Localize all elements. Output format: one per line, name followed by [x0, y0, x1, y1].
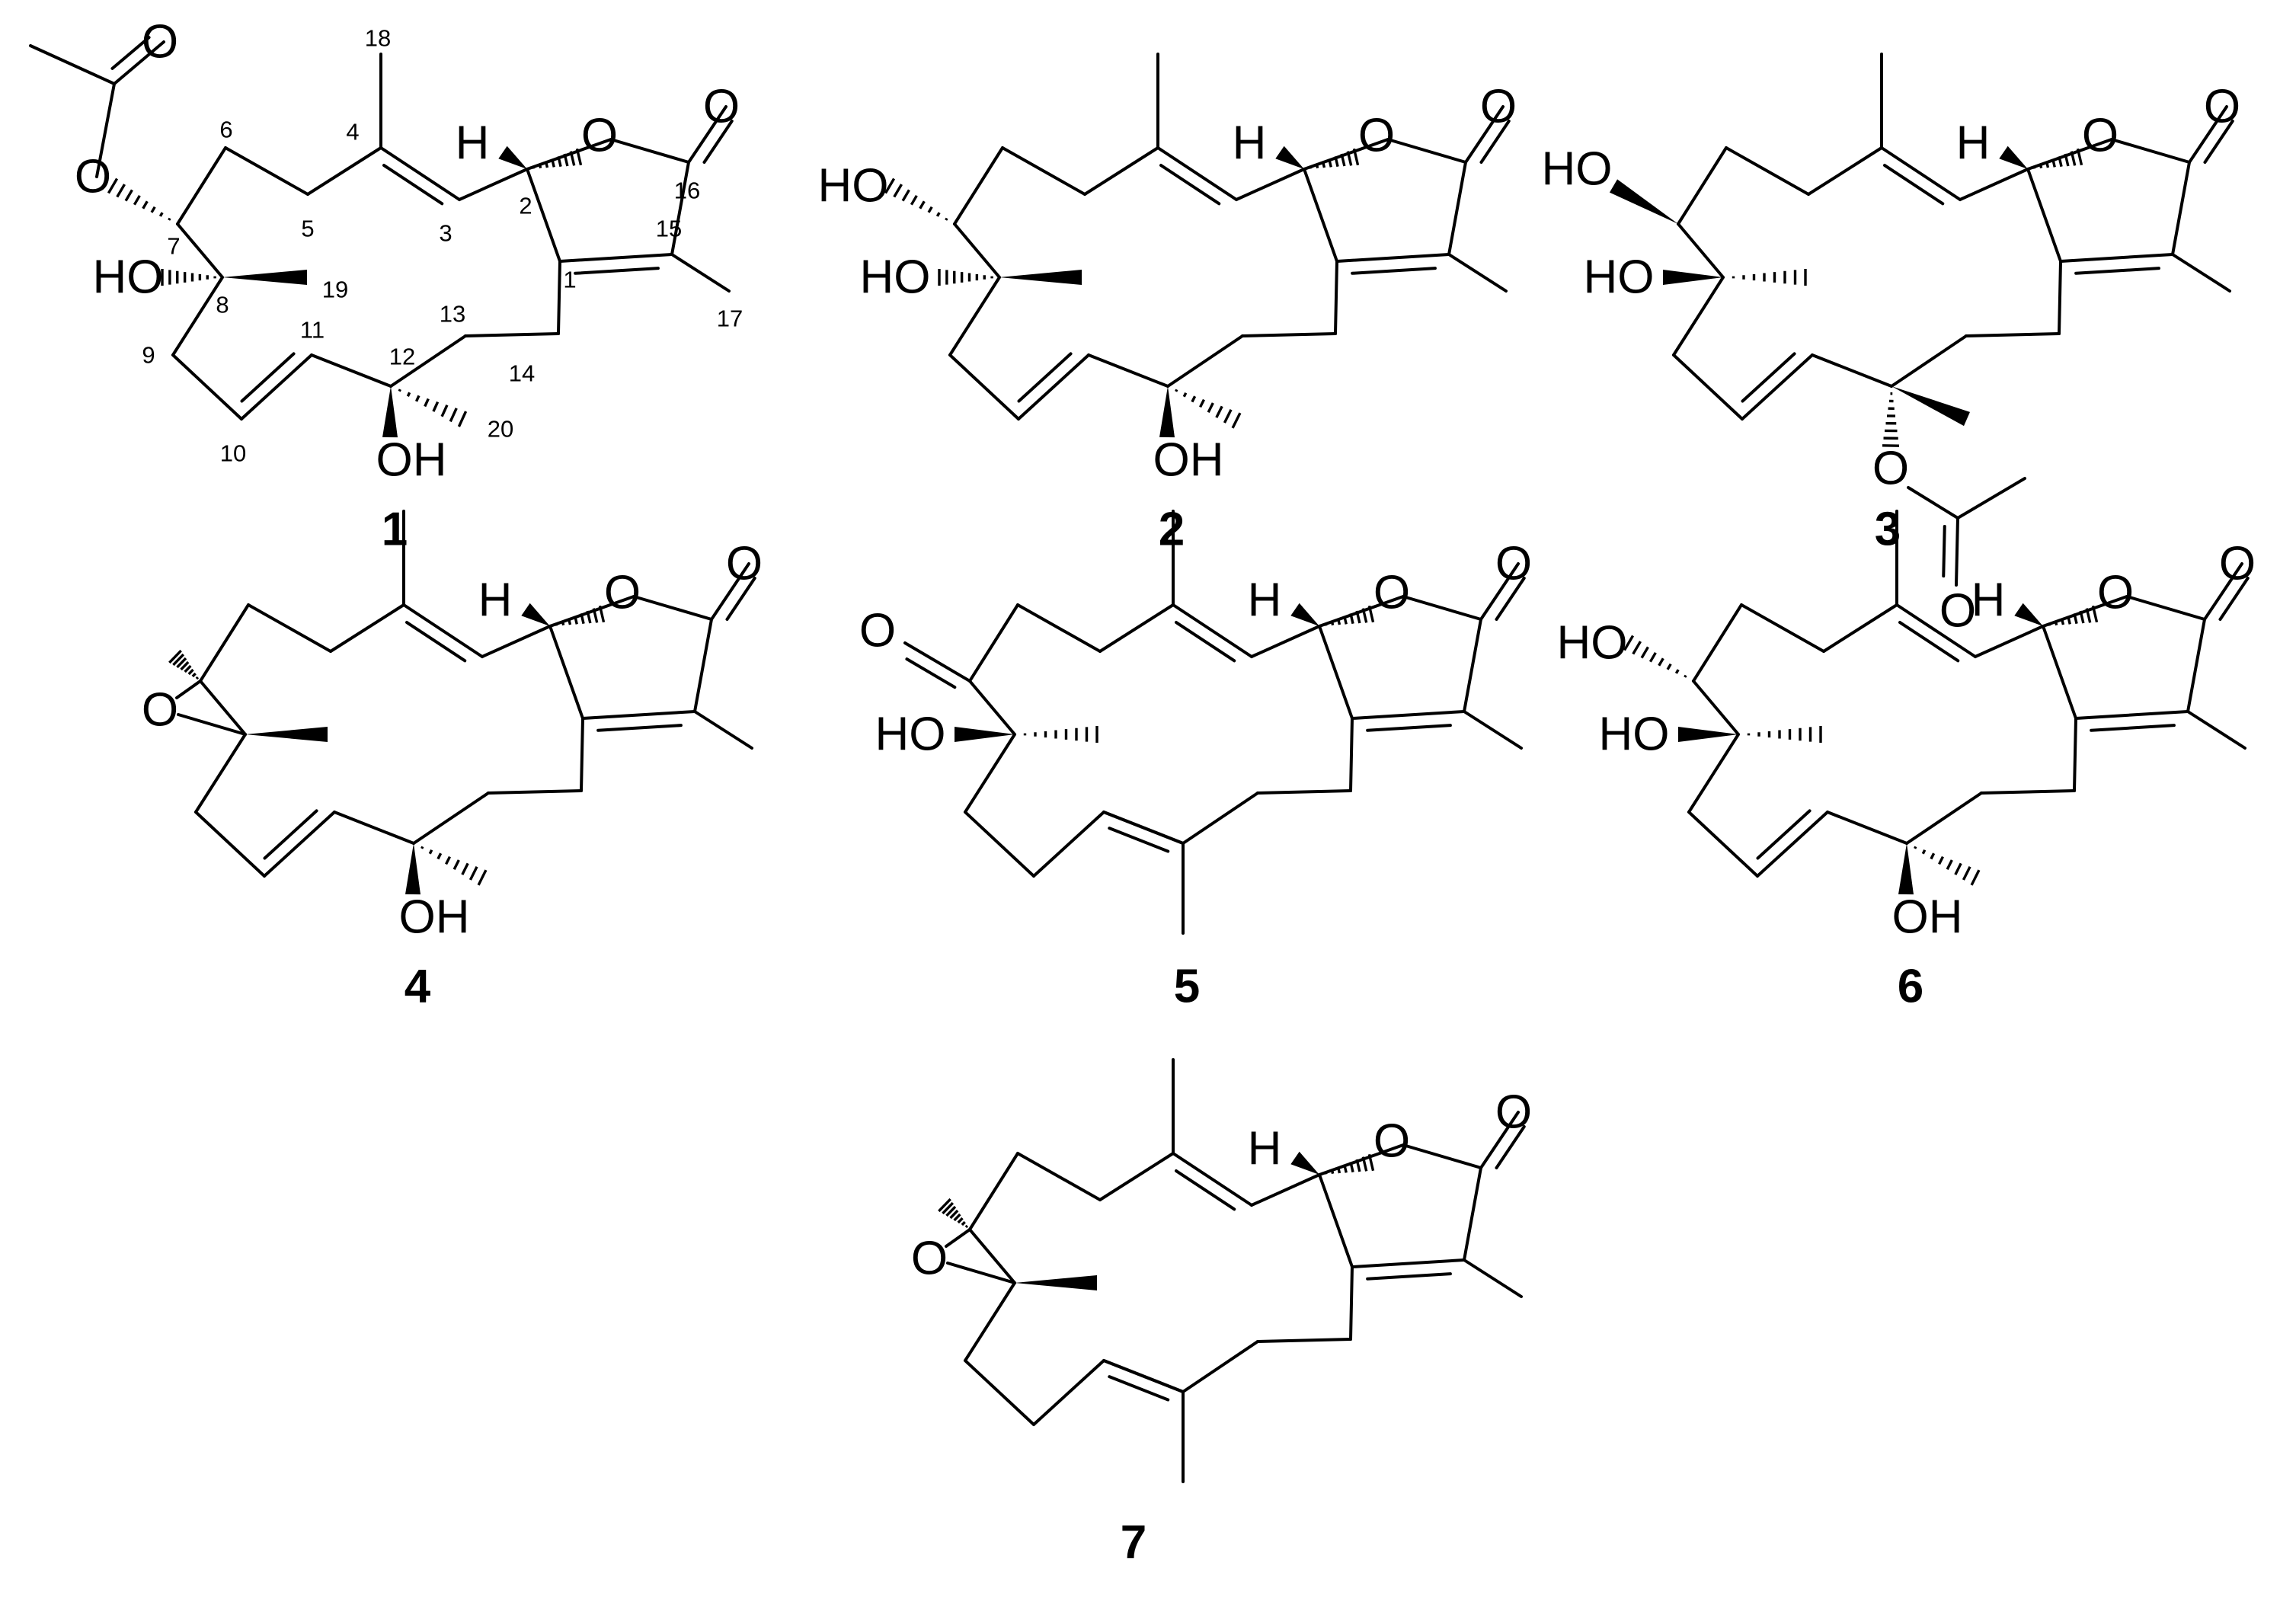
- atom-number-8: 8: [216, 292, 229, 318]
- compound-label-4: 4: [405, 961, 431, 1013]
- carbonyl-oxygen-label: O: [726, 538, 763, 590]
- c12-hydroxyl-label: OH: [1153, 434, 1224, 487]
- carbonyl-oxygen-label: O: [703, 81, 740, 133]
- carbonyl-oxygen-label: O: [1480, 81, 1517, 133]
- atom-number-10: 10: [220, 440, 246, 467]
- atom-number-16: 16: [674, 177, 700, 204]
- h2-label: H: [478, 574, 513, 627]
- ring-oxygen-label: O: [1358, 110, 1395, 162]
- atom-number-2: 2: [519, 193, 532, 219]
- h2-label: H: [1971, 574, 2006, 627]
- epoxide-oxygen-label: O: [142, 684, 178, 737]
- atom-number-18: 18: [365, 25, 391, 52]
- ester-oxygen-label: O: [75, 151, 111, 203]
- atom-number-13: 13: [440, 301, 465, 328]
- h2-label: H: [1956, 117, 1991, 170]
- atom-number-11: 11: [300, 317, 325, 344]
- c12-hydroxyl-label: OH: [399, 891, 470, 944]
- atom-number-15: 15: [656, 216, 682, 242]
- acetyl-oxygen-label: O: [142, 16, 178, 69]
- h2-label: H: [1248, 1123, 1282, 1175]
- carbonyl-oxygen-label: O: [1495, 538, 1532, 590]
- ring-oxygen-label: O: [1373, 567, 1410, 619]
- c7-hydroxyl-label: HO: [1542, 143, 1613, 196]
- ester-oxygen-label: O: [1872, 443, 1909, 495]
- atom-number-9: 9: [142, 342, 155, 369]
- compound-label-7: 7: [1121, 1517, 1146, 1569]
- ring-oxygen-label: O: [2082, 110, 2119, 162]
- c8-hydroxyl-label: HO: [93, 251, 164, 304]
- ketone-oxygen-label: O: [859, 605, 896, 657]
- h2-label: H: [1248, 574, 1282, 627]
- ring-oxygen-label: O: [2097, 567, 2134, 619]
- atom-number-3: 3: [439, 220, 452, 247]
- atom-number-17: 17: [717, 305, 743, 332]
- atom-number-1: 1: [563, 267, 576, 293]
- c7-hydroxyl-label: HO: [818, 160, 889, 213]
- h2-label: H: [1233, 117, 1267, 170]
- atom-number-6: 6: [219, 117, 232, 143]
- atom-number-19: 19: [322, 277, 348, 303]
- atom-number-14: 14: [509, 360, 535, 387]
- atom-number-20: 20: [488, 416, 513, 443]
- c8-hydroxyl-label: HO: [1584, 251, 1655, 304]
- atom-number-12: 12: [389, 344, 415, 370]
- c8-hydroxyl-label: HO: [1599, 708, 1670, 761]
- compound-1: OOOOHHOOH1234567891011121314151617181920…: [30, 16, 743, 556]
- atom-number-4: 4: [346, 119, 359, 146]
- ring-oxygen-label: O: [1373, 1115, 1410, 1168]
- ring-oxygen-label: O: [604, 567, 641, 619]
- carbonyl-oxygen-label: O: [2219, 538, 2256, 590]
- c8-hydroxyl-label: HO: [875, 708, 946, 761]
- carbonyl-oxygen-label: O: [2204, 81, 2240, 133]
- compound-label-5: 5: [1174, 961, 1200, 1013]
- c12-hydroxyl-label: OH: [1892, 891, 1963, 944]
- carbonyl-oxygen-label: O: [1495, 1086, 1532, 1139]
- compound-7: O O H O 7: [911, 1060, 1532, 1569]
- compound-label-6: 6: [1898, 961, 1923, 1013]
- c8-hydroxyl-label: HO: [860, 251, 931, 304]
- c12-hydroxyl-label: OH: [376, 434, 447, 487]
- atom-number-5: 5: [301, 216, 314, 242]
- h2-label: H: [456, 117, 490, 170]
- epoxide-oxygen-label: O: [911, 1233, 948, 1285]
- ring-oxygen-label: O: [581, 110, 618, 162]
- atom-number-7: 7: [167, 233, 180, 260]
- c7-hydroxyl-label: HO: [1557, 617, 1628, 670]
